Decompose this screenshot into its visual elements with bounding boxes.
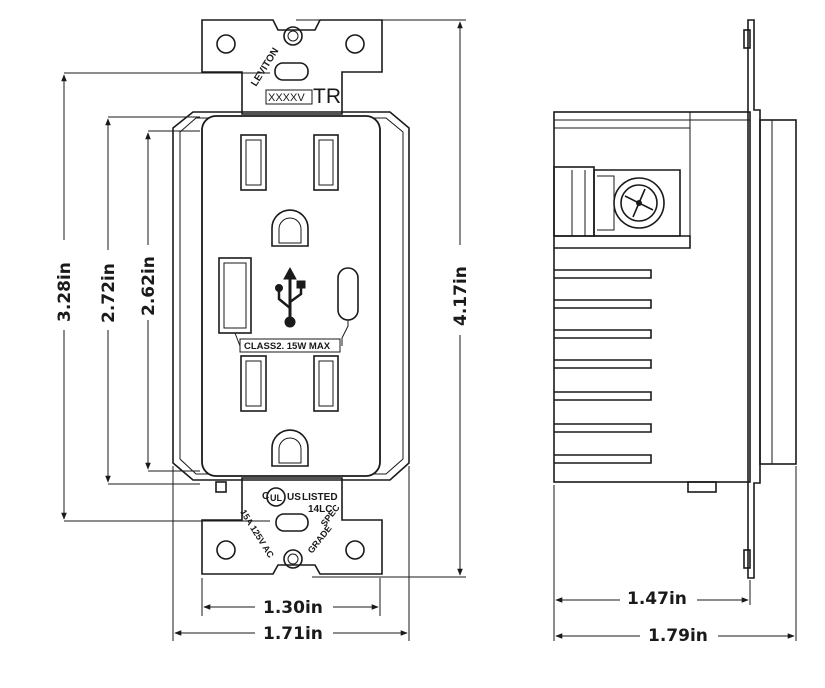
svg-text:UL: UL [270, 493, 282, 503]
overall-depth-dim: 1.79in [648, 626, 708, 646]
code-box-label: XXXXV [268, 92, 305, 104]
usb-icon [275, 266, 306, 328]
grade-label: GRADE [306, 523, 334, 555]
body-width-dim: 1.71in [263, 624, 323, 644]
side-face-housing [759, 119, 797, 465]
rating-label: 15A 125V AC [238, 508, 276, 560]
receptacle-body [172, 111, 410, 481]
lower-outlet [240, 355, 339, 467]
tr-mark: TR [313, 85, 341, 108]
terminal-screw-icon [613, 177, 665, 229]
listed-label: LISTED [302, 492, 338, 503]
bottom-mounting-strap [201, 477, 383, 575]
front-dimension-lines [61, 19, 466, 641]
side-depth-dim: 1.47in [627, 589, 687, 609]
front-view: LEVITON XXXXV TR [172, 19, 410, 575]
body-height-dim: 2.72in [99, 263, 119, 323]
ul-listing-icon: UL C US [262, 487, 301, 507]
strap-mounting-hole-left [216, 34, 236, 54]
bottom-clip [687, 481, 717, 493]
overall-height-dim: 4.17in [451, 266, 471, 326]
side-body [553, 111, 751, 483]
face-width-dim: 1.30in [263, 598, 323, 618]
overall-strap-height-dim: 3.28in [55, 262, 75, 322]
date-code-box [265, 89, 313, 105]
svg-text:C: C [262, 491, 269, 502]
face-height-dim: 2.62in [139, 256, 159, 316]
listing-code: 14LC [308, 504, 332, 515]
top-mounting-strap [201, 19, 383, 115]
ul-us: US [287, 492, 301, 503]
side-view [553, 19, 797, 579]
upper-outlet [240, 134, 339, 247]
strap-mounting-hole-right [345, 34, 365, 54]
cooling-ribs [554, 235, 691, 464]
usb-rating-box [239, 338, 341, 353]
usb-rating: CLASS2. 15W MAX [244, 341, 331, 352]
side-mounting-strap [747, 19, 761, 579]
side-dimension-lines [553, 466, 797, 641]
